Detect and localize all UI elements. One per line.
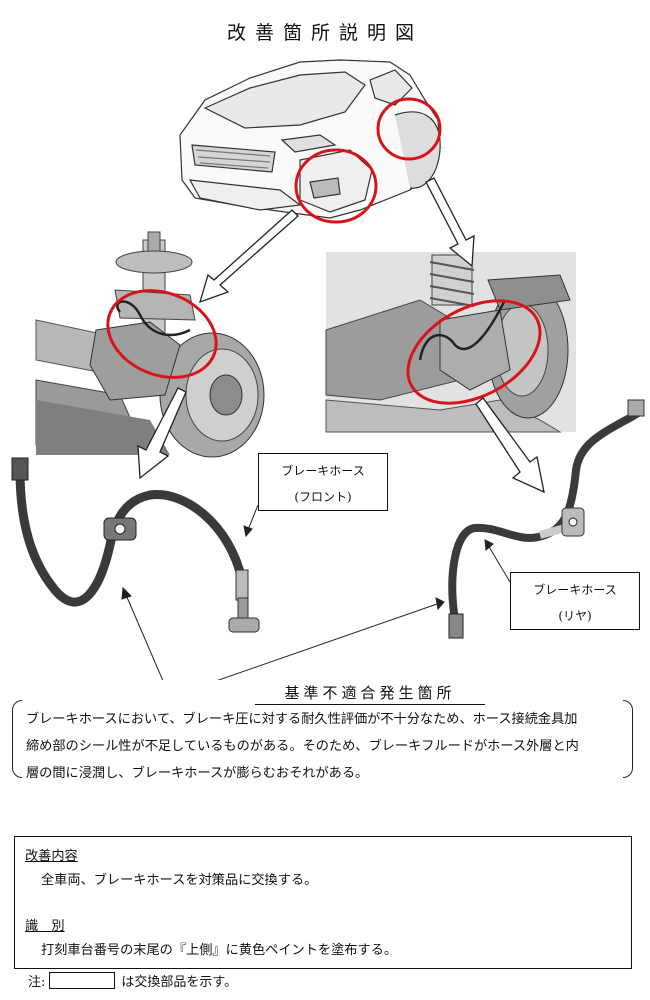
note-suffix: は交換部品を示す。 (121, 975, 238, 990)
rear-hose-label-line2: (リヤ) (558, 609, 592, 623)
identification-heading: 識 別 (25, 919, 65, 934)
rear-brake-hose-label: ブレーキホース (リヤ) (510, 572, 640, 630)
rear-brake-hose-part (448, 399, 645, 639)
replacement-part-swatch (49, 972, 116, 989)
improvement-heading: 改善内容 (25, 849, 78, 864)
leader-lines (243, 504, 511, 583)
document-title: 改善箇所説明図 (226, 22, 423, 44)
improvement-box: 改善内容 全車両、ブレーキホースを対策品に交換する。 識 別 打刻車台番号の末尾… (14, 836, 632, 969)
right-bracket (623, 700, 633, 778)
nonconformity-heading: 基準不適合発生箇所 (255, 682, 485, 705)
front-brake-hose-part (11, 457, 260, 633)
rear-hose-highlight (406, 299, 542, 405)
car-illustration (179, 59, 441, 219)
front-hose-label-line2: (フロント) (294, 490, 352, 504)
improvement-text: 全車両、ブレーキホースを対策品に交換する。 (41, 873, 318, 888)
front-hose-highlight (106, 289, 218, 379)
note-prefix: 注: (28, 975, 46, 990)
nonconformity-description: ブレーキホースにおいて、ブレーキ圧に対する耐久性評価が不十分なため、ホース接続金… (12, 700, 633, 781)
rear-wheel-highlight (376, 97, 442, 161)
front-brake-hose-label: ブレーキホース (フロント) (258, 453, 388, 511)
pointer-arrows (137, 177, 545, 494)
front-wheel-highlight (294, 148, 378, 224)
identification-text: 打刻車台番号の末尾の『上側』に黄色ペイントを塗布する。 (41, 943, 398, 958)
illustration-canvas (11, 59, 645, 680)
description-line-1: ブレーキホースにおいて、ブレーキ圧に対する耐久性評価が不十分なため、ホース接続金… (26, 712, 578, 727)
left-bracket (12, 700, 22, 778)
footnote: 注: は交換部品を示す。 (28, 971, 237, 990)
location-pointers (121, 586, 445, 680)
rear-hose-label-line1: ブレーキホース (533, 583, 617, 597)
front-hose-label-line1: ブレーキホース (281, 464, 365, 478)
description-line-3: 層の間に浸潤し、ブレーキホースが膨らむおそれがある。 (26, 766, 369, 781)
description-line-2: 締め部のシール性が不足しているものがある。そのため、ブレーキフルードがホース外層… (26, 739, 579, 754)
